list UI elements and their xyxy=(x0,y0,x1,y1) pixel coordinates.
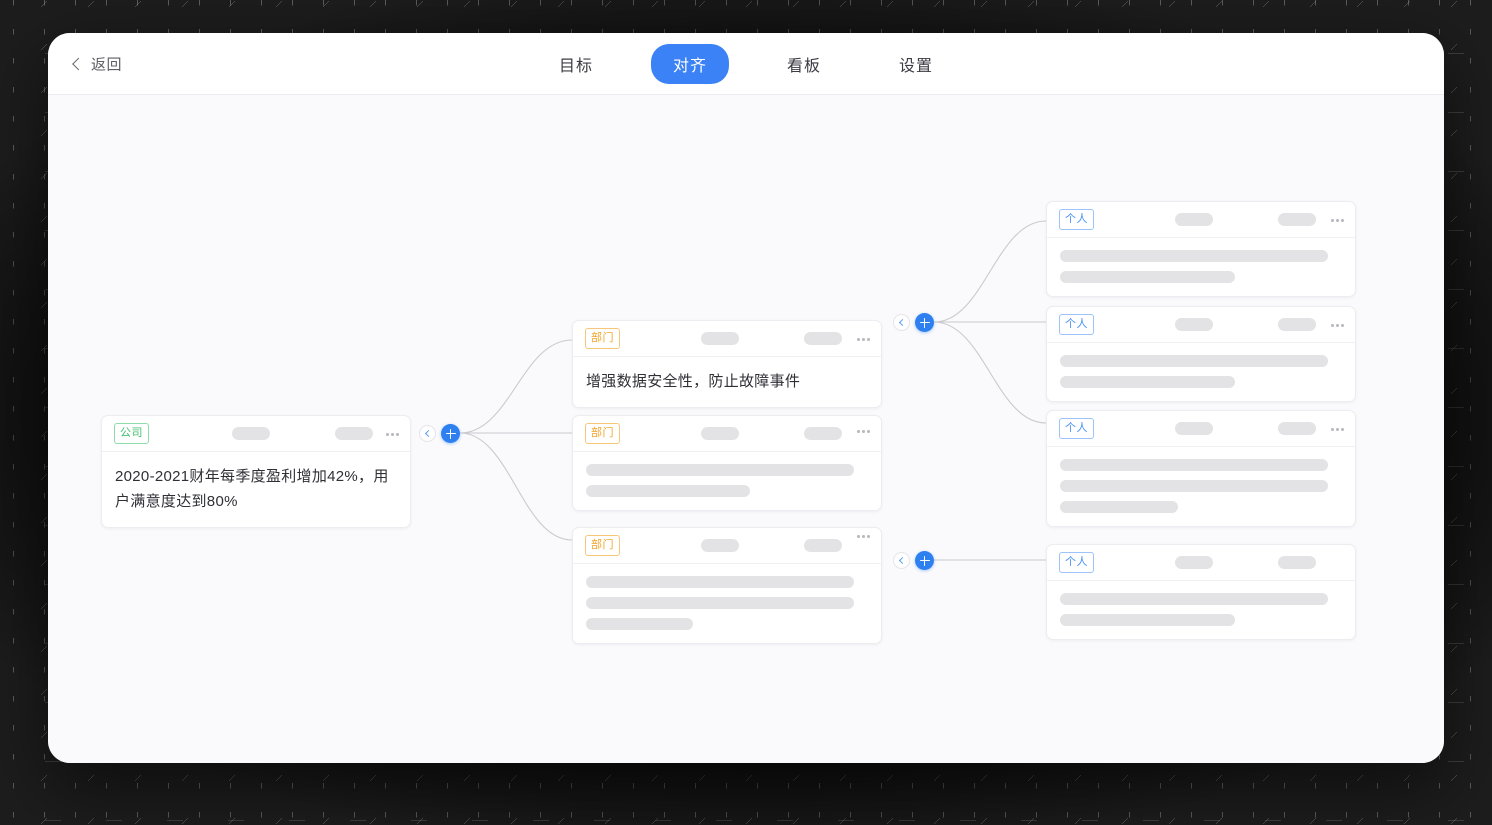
tab-board[interactable]: 看板 xyxy=(787,57,822,75)
skeleton-line xyxy=(586,597,854,609)
ellipsis-icon[interactable] xyxy=(385,433,399,436)
ellipsis-icon[interactable] xyxy=(856,430,870,433)
card-body xyxy=(1047,447,1355,526)
header-placeholder-pill xyxy=(701,332,739,345)
chevron-left-icon xyxy=(898,318,907,327)
card-header: 个人 xyxy=(1047,411,1355,447)
tab-alignment[interactable]: 对齐 xyxy=(650,43,729,84)
objective-text: 2020-2021财年每季度盈利增加42%，用户满意度达到80% xyxy=(115,468,389,510)
card-header: 部门 xyxy=(573,416,881,452)
skeleton-line xyxy=(586,576,854,588)
header-placeholder-pill xyxy=(1278,422,1316,435)
ellipsis-icon[interactable] xyxy=(856,535,870,538)
application-window: 返回 目标 对齐 看板 设置 xyxy=(48,33,1444,763)
add-child-button[interactable] xyxy=(915,313,934,332)
skeleton-line xyxy=(1060,593,1328,605)
back-button-label: 返回 xyxy=(91,56,123,73)
personal-objective-card[interactable]: 个人 xyxy=(1046,306,1356,402)
status-badge: 部门 xyxy=(585,328,620,349)
skeleton-line xyxy=(586,618,694,630)
add-child-button[interactable] xyxy=(915,551,934,570)
personal-objective-card[interactable]: 个人 xyxy=(1046,410,1356,527)
personal-objective-card[interactable]: 个人 xyxy=(1046,201,1356,297)
header-placeholder-pill xyxy=(701,427,739,440)
header-placeholder-pill xyxy=(1175,422,1213,435)
status-badge: 个人 xyxy=(1059,314,1094,335)
card-body: 增强数据安全性，防止故障事件 xyxy=(573,357,881,407)
card-body xyxy=(1047,238,1355,296)
header-placeholder-pill xyxy=(701,539,739,552)
header-placeholder-pill xyxy=(1278,213,1316,226)
add-child-button[interactable] xyxy=(441,424,460,443)
alignment-tree-canvas[interactable]: 公司 2020-2021财年每季度盈利增加42%，用户满意度达到80% 部门 xyxy=(48,95,1444,763)
header-placeholder-pill xyxy=(804,427,842,440)
back-button[interactable]: 返回 xyxy=(68,49,128,78)
department-expand-node xyxy=(893,551,934,570)
skeleton-line xyxy=(586,464,854,476)
skeleton-line xyxy=(1060,480,1328,492)
header-placeholder-pill xyxy=(1278,556,1316,569)
header-placeholder-pill xyxy=(1175,318,1213,331)
ellipsis-icon[interactable] xyxy=(1330,219,1344,222)
header-placeholder-pill xyxy=(1175,556,1213,569)
skeleton-line xyxy=(1060,614,1235,626)
ellipsis-icon[interactable] xyxy=(1330,428,1344,431)
card-header: 个人 xyxy=(1047,202,1355,238)
personal-objective-card[interactable]: 个人 xyxy=(1046,544,1356,640)
card-header: 个人 xyxy=(1047,307,1355,343)
skeleton-line xyxy=(1060,501,1179,513)
header-placeholder-pill xyxy=(232,427,270,440)
status-badge: 部门 xyxy=(585,535,620,556)
collapse-button[interactable] xyxy=(893,552,910,569)
header-placeholder-pill xyxy=(1278,318,1316,331)
skeleton-line xyxy=(586,485,750,497)
tab-settings[interactable]: 设置 xyxy=(899,57,934,75)
skeleton-line xyxy=(1060,250,1328,262)
card-body: 2020-2021财年每季度盈利增加42%，用户满意度达到80% xyxy=(102,452,410,527)
status-badge: 个人 xyxy=(1059,552,1094,573)
card-header: 部门 xyxy=(573,321,881,357)
department-objective-card[interactable]: 部门 xyxy=(572,415,882,511)
card-body xyxy=(573,564,881,643)
status-badge: 公司 xyxy=(114,423,149,444)
card-header: 公司 xyxy=(102,416,410,452)
company-expand-node xyxy=(419,424,460,443)
status-badge: 个人 xyxy=(1059,418,1094,439)
card-body xyxy=(573,452,881,510)
status-badge: 部门 xyxy=(585,423,620,444)
collapse-button[interactable] xyxy=(419,425,436,442)
chevron-left-icon xyxy=(72,57,85,70)
ellipsis-icon[interactable] xyxy=(1330,324,1344,327)
department-expand-node xyxy=(893,313,934,332)
header-placeholder-pill xyxy=(804,332,842,345)
card-body xyxy=(1047,581,1355,639)
top-navigation-bar: 返回 目标 对齐 看板 设置 xyxy=(48,33,1444,95)
header-placeholder-pill xyxy=(804,539,842,552)
tab-bar: 目标 对齐 看板 设置 xyxy=(539,43,953,84)
status-badge: 个人 xyxy=(1059,209,1094,230)
department-objective-card[interactable]: 部门 增强数据安全性，防止故障事件 xyxy=(572,320,882,408)
chevron-left-icon xyxy=(898,556,907,565)
card-body xyxy=(1047,343,1355,401)
company-objective-card[interactable]: 公司 2020-2021财年每季度盈利增加42%，用户满意度达到80% xyxy=(101,415,411,528)
card-header: 个人 xyxy=(1047,545,1355,581)
header-placeholder-pill xyxy=(1175,213,1213,226)
skeleton-line xyxy=(1060,355,1328,367)
skeleton-line xyxy=(1060,376,1235,388)
objective-text: 增强数据安全性，防止故障事件 xyxy=(586,373,801,390)
skeleton-line xyxy=(1060,271,1235,283)
tab-goals[interactable]: 目标 xyxy=(558,57,593,75)
department-objective-card[interactable]: 部门 xyxy=(572,527,882,644)
chevron-left-icon xyxy=(424,429,433,438)
card-header: 部门 xyxy=(573,528,881,564)
collapse-button[interactable] xyxy=(893,314,910,331)
skeleton-line xyxy=(1060,459,1328,471)
ellipsis-icon[interactable] xyxy=(856,338,870,341)
header-placeholder-pill xyxy=(335,427,373,440)
